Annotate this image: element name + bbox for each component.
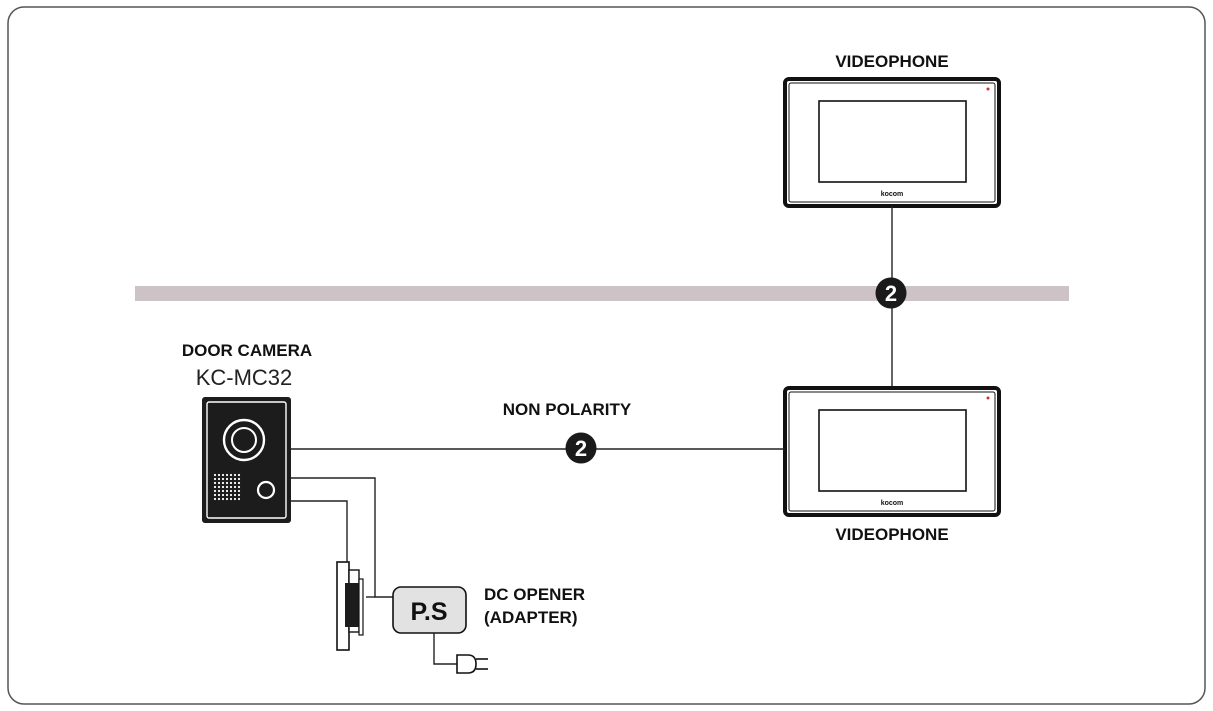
door-camera-model: KC-MC32	[196, 365, 293, 390]
door-camera-faceplate	[206, 401, 287, 519]
wire-count-camera: 2	[575, 436, 587, 461]
camera-lens-icon	[222, 418, 266, 462]
videophone-top-brand: kocom	[881, 191, 904, 198]
videophone-bottom-bezel	[788, 391, 996, 512]
adapter-label: (ADAPTER)	[484, 608, 578, 627]
door-lock	[336, 561, 364, 651]
power-supply-label: P.S	[410, 598, 447, 626]
lock-wire-a	[291, 477, 393, 598]
lock-wire-b	[291, 500, 348, 562]
adapter-cord	[433, 633, 457, 665]
videophone-top-screen	[818, 100, 967, 183]
videophone-bottom-screen	[818, 409, 967, 492]
door-strike-edge	[358, 578, 364, 636]
power-plug-icon	[456, 654, 488, 674]
door-camera	[202, 397, 291, 523]
door-camera-label: DOOR CAMERA	[182, 341, 312, 360]
call-button-icon	[256, 480, 276, 500]
camera-lens-inner	[231, 427, 257, 453]
power-supply: P.S	[392, 586, 467, 634]
videophone-bottom: kocom	[783, 386, 1001, 517]
wire-count-badge-videophones: 2	[875, 277, 907, 309]
videophone-top-led	[986, 87, 990, 91]
videophone-bottom-led	[986, 396, 990, 400]
speaker-grille-icon	[213, 473, 241, 501]
videophone-top: kocom	[783, 77, 1001, 208]
videophone-top-bezel	[788, 82, 996, 203]
dc-opener-label: DC OPENER	[484, 585, 585, 604]
videophone-top-label: VIDEOPHONE	[835, 52, 948, 71]
wire-count-videophones: 2	[885, 281, 897, 306]
power-supply-box	[392, 586, 467, 634]
wire-count-badge-camera: 2	[565, 432, 597, 464]
videophone-bottom-brand: kocom	[881, 500, 904, 507]
videophone-bottom-label: VIDEOPHONE	[835, 525, 948, 544]
door-strike-body	[345, 583, 359, 627]
wall-divider	[135, 286, 1069, 301]
non-polarity-label: NON POLARITY	[503, 400, 632, 419]
